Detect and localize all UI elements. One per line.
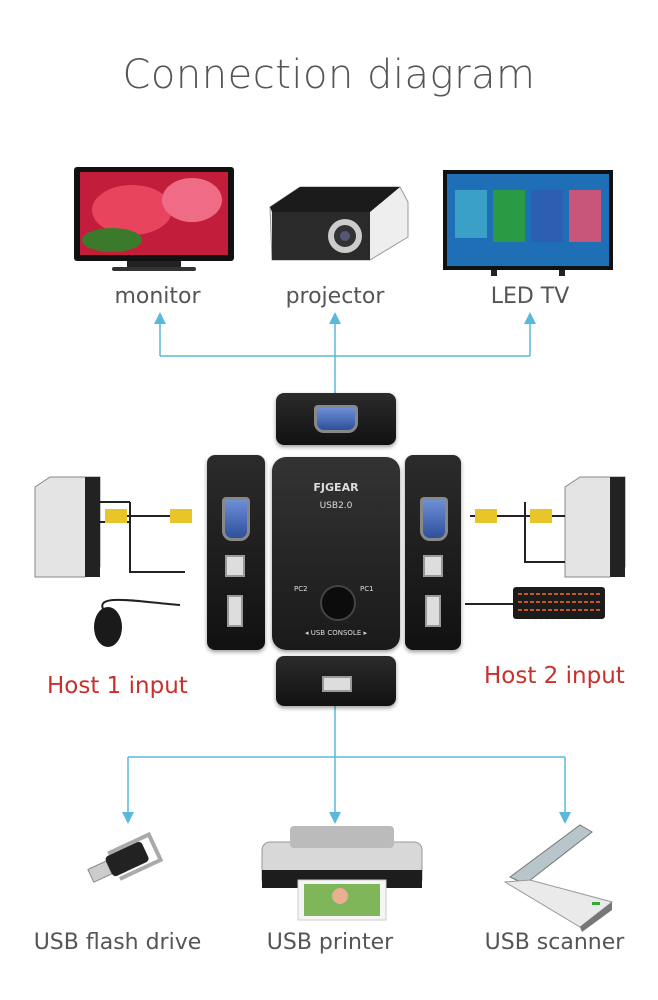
usb-b-port-icon bbox=[225, 555, 245, 577]
host1-port-block bbox=[207, 455, 265, 650]
usb-a-port-icon bbox=[322, 676, 352, 692]
vga-port-icon bbox=[222, 497, 250, 541]
usb-a-port-icon bbox=[227, 595, 243, 627]
usb-console-port-block bbox=[276, 656, 396, 706]
led-tv-icon bbox=[443, 170, 613, 276]
pc1-indicator: PC1 bbox=[360, 585, 374, 593]
usb-b-port-icon bbox=[423, 555, 443, 577]
kvm-main-body: FJGEAR USB2.0 PC2 PC1 ◂ USB CONSOLE ▸ bbox=[272, 457, 400, 650]
page-title: Connection diagram bbox=[122, 52, 536, 98]
usb-flash-drive-icon bbox=[87, 831, 164, 883]
usb-printer-icon bbox=[261, 826, 423, 921]
usb-flash-drive-label: USB flash drive bbox=[33, 930, 202, 955]
host1-computer-icon bbox=[34, 476, 192, 647]
usb-a-port-icon bbox=[425, 595, 441, 627]
monitor-label: monitor bbox=[114, 284, 201, 309]
host2-label: Host 2 input bbox=[484, 663, 625, 689]
vga-output-port-block bbox=[276, 393, 396, 445]
switch-button[interactable] bbox=[320, 585, 356, 621]
host1-label: Host 1 input bbox=[47, 673, 188, 699]
monitor-icon bbox=[74, 167, 234, 271]
usb-scanner-icon bbox=[503, 824, 614, 932]
usb-console-label: ◂ USB CONSOLE ▸ bbox=[305, 629, 367, 637]
model-label: USB2.0 bbox=[319, 501, 353, 511]
led-tv-label: LED TV bbox=[490, 284, 570, 309]
brand-label: FJGEAR bbox=[313, 481, 359, 494]
host2-computer-icon bbox=[465, 476, 626, 619]
usb-scanner-label: USB scanner bbox=[484, 930, 625, 955]
vga-port-icon bbox=[314, 405, 358, 433]
vga-port-icon bbox=[420, 497, 448, 541]
host2-port-block bbox=[405, 455, 461, 650]
usb-printer-label: USB printer bbox=[266, 930, 394, 955]
projector-label: projector bbox=[285, 284, 385, 309]
projector-icon bbox=[269, 186, 409, 261]
pc2-indicator: PC2 bbox=[294, 585, 308, 593]
